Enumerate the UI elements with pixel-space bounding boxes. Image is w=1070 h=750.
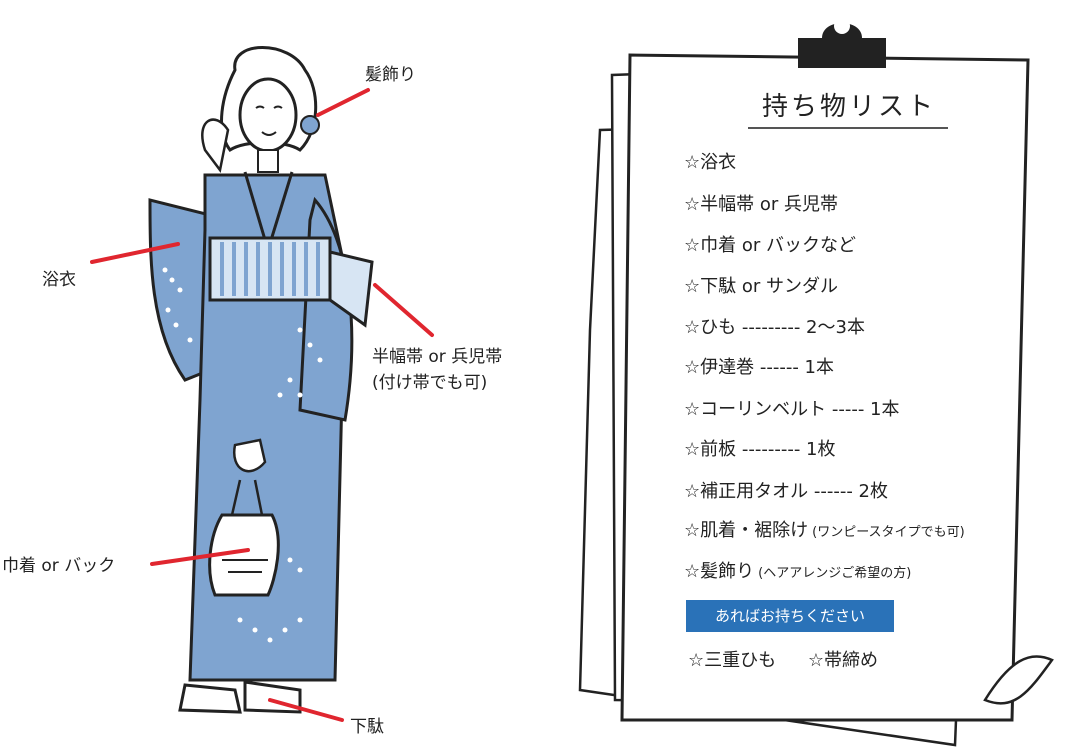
checklist-item: ☆前板 --------- 1枚 (684, 439, 836, 460)
label-geta: 下駄 (350, 717, 384, 737)
yukata-figure-illustration (90, 46, 434, 722)
checklist-item: ☆伊達巻 ------ 1本 (684, 357, 835, 378)
label-hair-ornament: 髪飾り (365, 65, 416, 85)
checklist-item: ☆コーリンベルト ----- 1本 (684, 399, 900, 420)
hair-ornament-shape (300, 115, 320, 135)
label-bag: 巾着 or バック (2, 556, 116, 576)
label-yukata: 浴衣 (42, 270, 76, 290)
clipboard-clip (798, 38, 886, 68)
leader-line-bag (150, 548, 250, 566)
optional-items-row: ☆三重ひも ☆帯締め (688, 646, 904, 672)
optional-item: ☆帯締め (807, 650, 879, 671)
checklist-title-underline (748, 127, 948, 129)
face-shape (238, 77, 298, 153)
checklist-item: ☆巾着 or バックなど (684, 235, 856, 256)
leader-line-yukata (90, 242, 180, 264)
kinchaku-bag-shape (208, 513, 280, 597)
label-obi: 半幅帯 or 兵児帯 (付け帯でも可) (372, 344, 502, 396)
leader-line-geta (268, 698, 344, 722)
checklist-item: ☆髪飾り(ヘアアレンジご希望の方) (684, 561, 912, 582)
clipboard-illustration (578, 18, 1054, 747)
label-obi-line1: 半幅帯 or 兵児帯 (372, 347, 503, 367)
checklist-item-note: (ワンピースタイプでも可) (812, 525, 965, 540)
checklist-item: ☆補正用タオル ------ 2枚 (684, 481, 889, 502)
checklist-item: ☆浴衣 (684, 152, 737, 173)
geta-shape (178, 683, 242, 714)
checklist-item-note: (ヘアアレンジご希望の方) (758, 566, 912, 581)
checklist-item: ☆肌着・裾除け(ワンピースタイプでも可) (684, 520, 965, 541)
leader-line-obi (373, 283, 434, 337)
optional-item: ☆三重ひも (688, 650, 777, 671)
checklist-item: ☆下駄 or サンダル (684, 276, 838, 297)
checklist-title: 持ち物リスト (762, 92, 937, 122)
checklist-item: ☆ひも --------- 2～3本 (684, 317, 865, 338)
optional-items-badge: あればお持ちください (686, 600, 894, 632)
leader-line-hair (316, 88, 370, 117)
checklist-item: ☆半幅帯 or 兵児帯 (684, 194, 838, 215)
clipboard-front-page (620, 53, 1030, 722)
label-obi-line2: (付け帯でも可) (372, 373, 488, 393)
